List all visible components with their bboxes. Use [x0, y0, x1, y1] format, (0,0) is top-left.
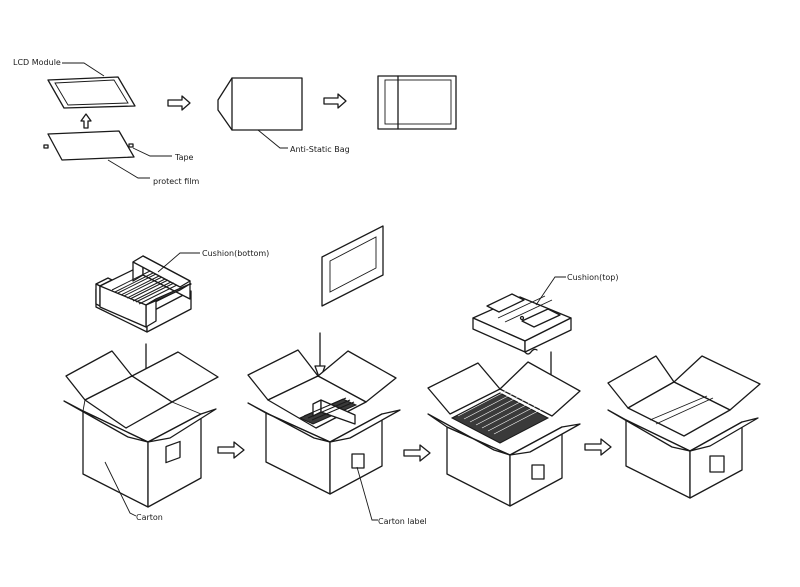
carton-box-2	[247, 349, 401, 495]
cushion-top-leader	[535, 276, 566, 306]
right-arrow-icon	[217, 441, 245, 459]
anti-static-bag-leader	[257, 129, 288, 149]
cushion-bottom-leader	[157, 252, 200, 273]
anti-static-bag-label: Anti-Static Bag	[290, 145, 350, 154]
carton-box-3	[427, 361, 581, 507]
lcd-module-label: LCD Module	[13, 58, 61, 67]
bagged-module	[321, 225, 384, 307]
tape-label: Tape	[174, 153, 194, 162]
carton-label-label: Carton label	[378, 517, 427, 526]
right-arrow-icon	[403, 444, 431, 462]
cushion-bottom	[95, 255, 192, 333]
carton-box-4	[607, 355, 761, 499]
carton-leader	[104, 461, 137, 517]
right-arrow-icon	[323, 93, 347, 109]
right-arrow-icon	[167, 95, 191, 111]
lcd-module	[47, 76, 136, 109]
carton-box-1	[63, 350, 219, 508]
cushion-top-label: Cushion(top)	[567, 273, 618, 282]
cushion-bottom-label: Cushion(bottom)	[202, 249, 269, 258]
tape-leader	[132, 147, 172, 157]
up-arrow-icon	[80, 113, 92, 129]
anti-static-bag	[217, 77, 303, 131]
cushion-top	[472, 293, 572, 355]
carton-label-leader	[356, 466, 378, 521]
right-arrow-icon	[584, 438, 612, 456]
carton-label: Carton	[136, 513, 163, 522]
protect-film	[43, 130, 135, 161]
lcd-module-leader	[62, 62, 105, 77]
module-in-bag	[377, 75, 457, 130]
protect-film-leader	[107, 159, 150, 179]
protect-film-label: protect film	[153, 177, 199, 186]
